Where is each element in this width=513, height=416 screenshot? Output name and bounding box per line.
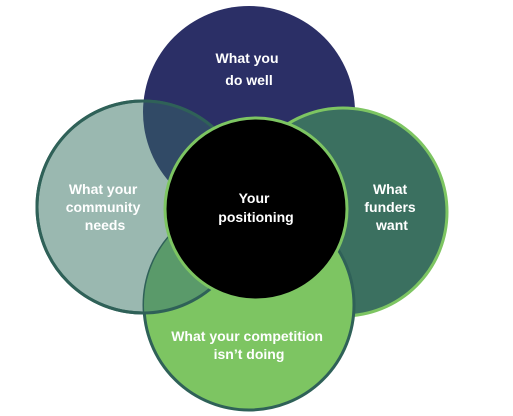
label-bottom-line-2: isn’t doing	[214, 346, 285, 362]
label-top: What you do well	[216, 50, 283, 88]
label-left-line-3: needs	[85, 217, 126, 233]
label-left-line-1: What your	[69, 181, 138, 197]
label-left-line-2: community	[66, 199, 141, 215]
label-center-line-1: Your	[239, 190, 270, 206]
label-bottom-line-1: What your competition	[171, 328, 323, 344]
label-top-line-2: do well	[225, 72, 272, 88]
label-bottom: What your competition isn’t doing	[171, 328, 327, 362]
label-center: Your positioning	[218, 190, 293, 225]
label-right-line-3: want	[375, 217, 408, 233]
label-left: What your community needs	[66, 181, 145, 233]
label-right: What funders want	[364, 181, 419, 233]
circle-your-positioning	[163, 116, 349, 302]
label-top-line-1: What you	[216, 50, 279, 66]
label-right-line-1: What	[373, 181, 408, 197]
label-right-line-2: funders	[364, 199, 416, 215]
label-center-line-2: positioning	[218, 209, 293, 225]
